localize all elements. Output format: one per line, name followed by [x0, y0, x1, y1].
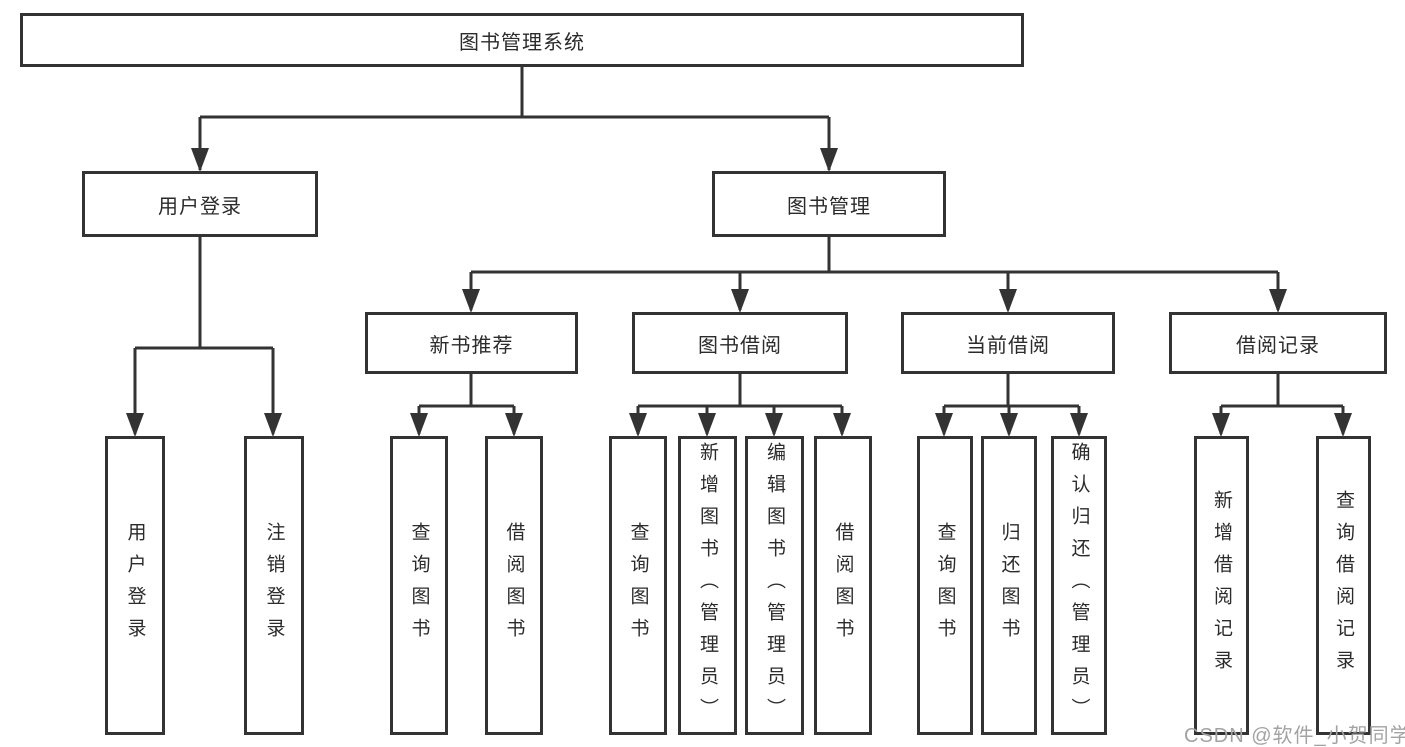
node-new-book-recommend: 新书推荐 [365, 312, 578, 374]
node-new-book-recommend-label: 新书推荐 [429, 334, 514, 357]
leaf-add-borrow-record: 新增借阅记录 [1194, 436, 1249, 735]
leaf-return-books: 归还图书 [981, 436, 1037, 735]
leaf-query-books-recommend-label: 查询图书 [408, 521, 430, 650]
node-current-borrowing: 当前借阅 [901, 312, 1115, 374]
node-current-borrowing-label: 当前借阅 [966, 334, 1050, 357]
arrow-down-icon [462, 289, 480, 313]
node-borrow-records-label: 借阅记录 [1236, 334, 1320, 357]
edge-user-login-children [133, 237, 275, 434]
arrow-down-icon [1334, 413, 1352, 437]
leaf-borrow-books-label: 借阅图书 [832, 521, 854, 650]
arrow-down-icon [1000, 413, 1018, 437]
arrow-down-icon [765, 413, 783, 437]
arrow-down-icon [698, 413, 716, 437]
leaf-borrow-books-recommend: 借阅图书 [485, 436, 543, 735]
leaf-confirm-return-admin: 确认归还（管理员） [1051, 436, 1107, 735]
edge-new-book-recommend-children [417, 374, 516, 434]
edge-book-management-children [469, 237, 1280, 310]
leaf-logout: 注销登录 [244, 436, 304, 735]
leaf-query-books-current-label: 查询图书 [934, 521, 956, 650]
arrow-down-icon [264, 413, 282, 437]
leaf-return-books-label: 归还图书 [998, 521, 1020, 650]
leaf-query-books-current: 查询图书 [917, 436, 973, 735]
leaf-edit-books-admin-label: 编辑图书（管理员） [764, 441, 785, 730]
arrow-down-icon [410, 413, 428, 437]
node-book-borrowing-label: 图书借阅 [698, 334, 782, 357]
leaf-query-books-borrowing-label: 查询图书 [627, 521, 649, 650]
node-book-borrowing: 图书借阅 [632, 312, 848, 374]
leaf-add-borrow-record-label: 新增借阅记录 [1211, 489, 1232, 682]
leaf-borrow-books: 借阅图书 [814, 436, 872, 735]
node-root: 图书管理系统 [20, 13, 1024, 67]
leaf-query-books-borrowing: 查询图书 [609, 436, 667, 735]
leaf-query-borrow-record: 查询借阅记录 [1316, 436, 1371, 735]
arrow-down-icon [191, 148, 209, 172]
node-book-management-label: 图书管理 [787, 195, 871, 218]
node-user-login: 用户登录 [82, 171, 318, 237]
arrow-down-icon [629, 413, 647, 437]
arrow-down-icon [731, 289, 749, 313]
leaf-user-login: 用户登录 [105, 436, 165, 735]
edge-borrow-records-children [1219, 374, 1345, 434]
arrowhead-icons [126, 148, 1352, 437]
arrow-down-icon [126, 413, 144, 437]
arrow-down-icon [935, 413, 953, 437]
arrow-down-icon [1070, 413, 1088, 437]
leaf-query-books-recommend: 查询图书 [390, 436, 448, 735]
leaf-logout-label: 注销登录 [263, 521, 285, 650]
arrow-down-icon [820, 148, 838, 172]
arrow-down-icon [505, 413, 523, 437]
leaf-user-login-label: 用户登录 [124, 521, 146, 650]
arrow-down-icon [833, 413, 851, 437]
arrow-down-icon [1269, 289, 1287, 313]
arrow-down-icon [1212, 413, 1230, 437]
node-root-label: 图书管理系统 [459, 31, 585, 54]
node-user-login-label: 用户登录 [158, 195, 242, 218]
watermark: CSDN @软件_小贺同学 [1184, 725, 1405, 747]
edge-book-borrowing-children [636, 374, 844, 434]
leaf-confirm-return-admin-label: 确认归还（管理员） [1068, 441, 1090, 730]
leaf-add-books-admin: 新增图书（管理员） [678, 436, 737, 735]
node-borrow-records: 借阅记录 [1169, 312, 1387, 374]
leaf-borrow-books-recommend-label: 借阅图书 [503, 521, 525, 650]
leaf-edit-books-admin: 编辑图书（管理员） [745, 436, 804, 735]
arrow-down-icon [999, 289, 1017, 313]
leaf-query-borrow-record-label: 查询借阅记录 [1333, 489, 1354, 682]
node-book-management: 图书管理 [712, 171, 946, 237]
leaf-add-books-admin-label: 新增图书（管理员） [697, 441, 718, 730]
edge-root-to-level2 [198, 67, 831, 170]
